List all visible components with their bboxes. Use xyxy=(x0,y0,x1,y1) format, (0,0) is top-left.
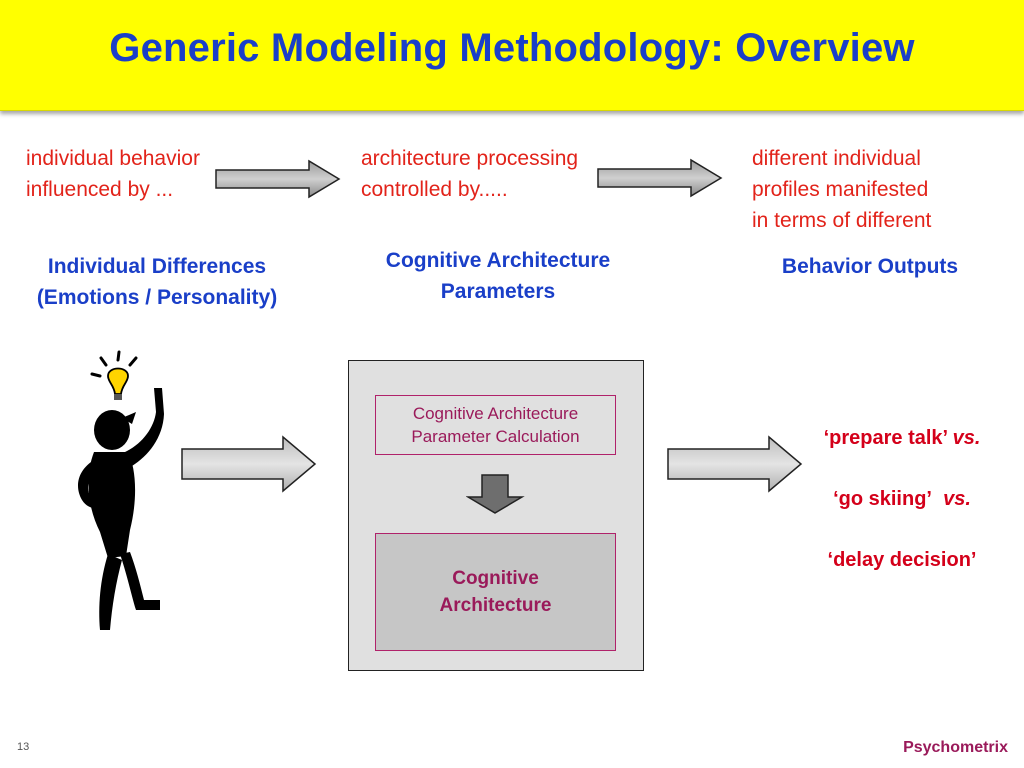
label-architecture-parameters: Cognitive Architecture Parameters xyxy=(385,249,611,303)
output-item: ‘delay decision’ xyxy=(827,549,977,571)
page-number: 13 xyxy=(17,741,30,753)
parameter-calculation-box: Cognitive Architecture Parameter Calcula… xyxy=(375,395,616,455)
thinking-figure-icon xyxy=(78,350,164,630)
slide-title: Generic Modeling Methodology: Overview xyxy=(109,26,915,70)
brand-name: Psychometrix xyxy=(903,739,1008,756)
right-arrow-icon xyxy=(181,435,317,493)
title-bar: Generic Modeling Methodology: Overview xyxy=(0,0,1024,111)
flow-text-architecture: architecture processing controlled by...… xyxy=(361,147,579,201)
right-arrow-icon xyxy=(215,159,341,199)
label-individual-differences: Individual Differences (Emotions / Perso… xyxy=(36,255,278,309)
down-arrow-icon xyxy=(466,474,525,514)
cognitive-architecture-box: Cognitive Architecture xyxy=(375,533,616,651)
output-item: ‘prepare talk’ vs. xyxy=(823,427,981,449)
right-arrow-icon xyxy=(667,435,803,493)
output-item: ‘go skiing’ vs. xyxy=(833,488,971,510)
label-behavior-outputs: Behavior Outputs xyxy=(781,255,959,278)
right-arrow-icon xyxy=(597,158,723,198)
behavior-output-list: ‘prepare talk’ vs. ‘go skiing’ vs. ‘dela… xyxy=(780,422,1024,605)
flow-text-profiles: different individual profiles manifested… xyxy=(752,147,932,232)
flow-text-individual: individual behavior influenced by ... xyxy=(26,147,200,201)
lightbulb-icon xyxy=(90,350,138,378)
